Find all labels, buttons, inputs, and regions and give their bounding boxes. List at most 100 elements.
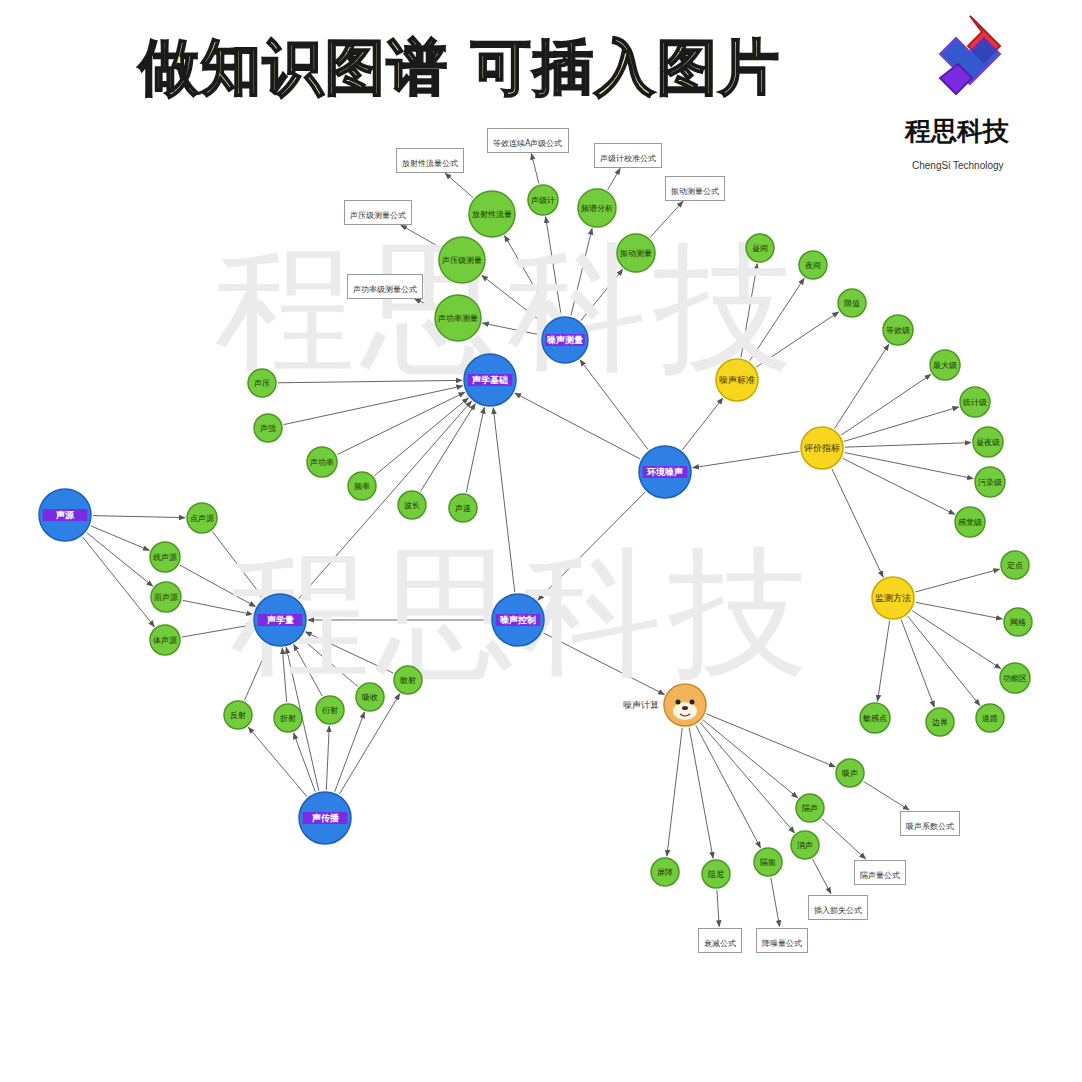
connector-arrow (834, 344, 888, 428)
node-label: 放射性流量 (472, 209, 512, 220)
connector-arrow (916, 602, 1003, 619)
connector-arrow (822, 819, 866, 859)
green-circle-node: 边界 (925, 707, 955, 737)
node-circle (930, 350, 960, 380)
node-label: 道路 (982, 713, 998, 724)
connector-arrow (82, 537, 154, 627)
green-circle-node: 消声 (790, 830, 820, 860)
node-label: 声功率测量 (438, 313, 478, 324)
connector-arrow (515, 393, 640, 459)
blue-circle-node: 声传播 (298, 791, 352, 845)
node-circle (449, 494, 477, 522)
node-circle (799, 251, 827, 279)
connector-arrow (901, 620, 934, 708)
node-circle (1000, 663, 1030, 693)
node-circle (528, 185, 558, 215)
node-label: 功能区 (1003, 673, 1027, 684)
node-label: 声速 (455, 503, 471, 514)
page-title: 做知识图谱 可插入图片 (0, 28, 920, 109)
node-circle (702, 860, 730, 888)
node-circle (883, 315, 913, 345)
node-circle (836, 759, 864, 787)
node-circle (860, 703, 890, 733)
connector-arrow (335, 712, 365, 792)
node-label: 频率 (354, 481, 370, 492)
node-label: 声学量 (267, 614, 294, 627)
green-circle-node: 波长 (397, 490, 427, 520)
node-circle (754, 848, 782, 876)
green-circle-node: 定点 (1000, 550, 1030, 580)
node-label: 昼夜级 (976, 437, 1000, 448)
green-circle-node: 统计级 (959, 386, 991, 418)
logo-subtitle: ChengSi Technology (912, 160, 1004, 171)
green-circle-node: 污染级 (974, 466, 1006, 498)
blue-circle-node: 声源 (38, 488, 92, 542)
green-circle-node: 振动测量 (616, 233, 656, 273)
connector-arrow (771, 878, 780, 927)
node-label: 线声源 (153, 552, 177, 563)
node-label: 边界 (932, 717, 948, 728)
node-circle (578, 189, 616, 227)
node-circle (639, 446, 691, 498)
green-circle-node: 夜间 (798, 250, 828, 280)
node-label: 振动测量 (620, 248, 652, 259)
node-label: 吸收 (362, 692, 378, 703)
connector-arrow (915, 569, 999, 592)
green-circle-node: 阻尼 (701, 859, 731, 889)
formula-box: 声级计校准公式 (594, 143, 662, 168)
connector-arrow (706, 714, 835, 767)
node-circle (796, 794, 824, 822)
green-circle-node: 声强 (253, 413, 283, 443)
green-circle-node: 线声源 (149, 541, 181, 573)
node-label: 声源 (56, 509, 74, 522)
image-node: 噪声计算 (663, 683, 707, 727)
connector-arrow (912, 611, 1001, 669)
node-circle (151, 582, 181, 612)
node-circle (746, 234, 774, 262)
green-circle-node: 昼间 (745, 233, 775, 263)
node-label: 点声源 (190, 513, 214, 524)
connector-arrow (667, 728, 682, 856)
node-label: 噪声计算 (623, 699, 659, 712)
node-label: 网格 (1010, 617, 1026, 628)
node-label: 吸声 (842, 768, 858, 779)
blue-circle-node: 声学量 (253, 593, 307, 647)
node-circle (348, 472, 376, 500)
node-label: 振动测量公式 (671, 186, 719, 197)
connector-arrow (864, 781, 910, 809)
node-circle (1001, 551, 1029, 579)
node-circle (398, 491, 426, 519)
node-circle (274, 704, 302, 732)
blue-circle-node: 环境噪声 (638, 445, 692, 499)
node-circle (150, 625, 180, 655)
connector-arrow (531, 153, 539, 183)
node-label: 消声 (797, 840, 813, 851)
connector-arrow (717, 890, 719, 927)
green-circle-node: 声功率测量 (434, 294, 482, 342)
node-circle (955, 507, 985, 537)
green-circle-node: 声压 (247, 368, 277, 398)
green-circle-node: 道路 (975, 703, 1005, 733)
dog-eye (676, 700, 681, 705)
connector-arrow (337, 392, 465, 454)
yellow-circle-node: 噪声标准 (715, 358, 759, 402)
node-circle (838, 289, 866, 317)
node-circle (926, 708, 954, 736)
connector-arrow (248, 727, 307, 796)
connector-arrow (87, 533, 153, 587)
node-label: 声强 (260, 423, 276, 434)
node-label: 声功率级测量公式 (353, 284, 417, 295)
formula-box: 振动测量公式 (665, 176, 725, 201)
connector-arrow (445, 173, 473, 197)
connector-arrow (878, 621, 890, 701)
node-label: 插入损失公式 (814, 905, 862, 916)
dog-mouth (680, 714, 690, 716)
node-label: 声级计校准公式 (600, 153, 656, 164)
connector-arrow (420, 404, 475, 492)
node-label: 声学基础 (472, 374, 508, 387)
green-circle-node: 折射 (273, 703, 303, 733)
node-circle (469, 191, 515, 237)
node-circle (791, 831, 819, 859)
node-label: 声压 (254, 378, 270, 389)
